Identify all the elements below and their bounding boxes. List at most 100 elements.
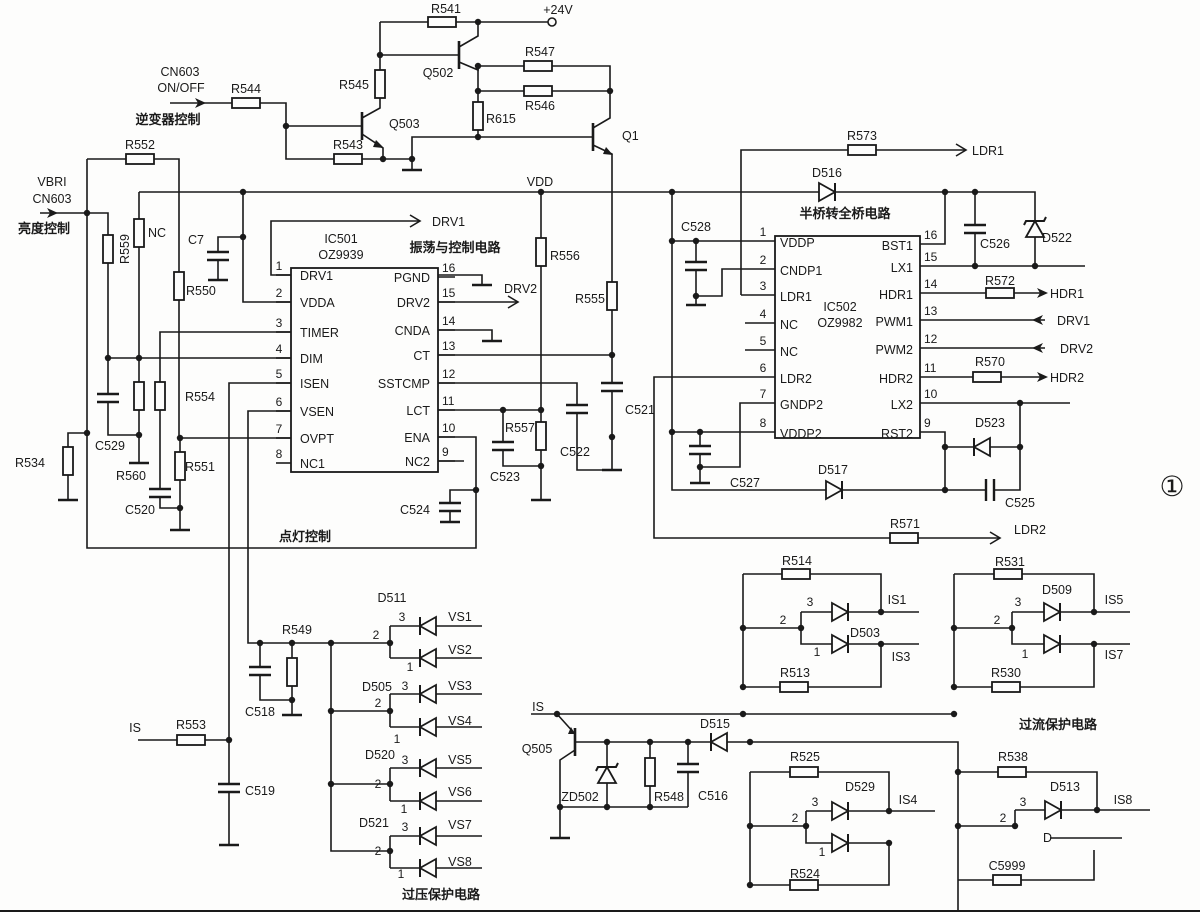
ic501-pin-name: PGND [394, 271, 430, 285]
resistor-symbol [535, 421, 547, 451]
capacitor-symbol [248, 665, 272, 677]
junction-dot [386, 780, 394, 788]
diode-pin-number: 2 [994, 613, 1001, 627]
wire [247, 410, 391, 644]
overcurrent-diode-icon [831, 601, 850, 623]
resistor-symbol [847, 144, 877, 156]
ic502-pin-number: 2 [760, 253, 767, 267]
diode-pin-number: 3 [1015, 595, 1022, 609]
emitter-arrow-icon [373, 140, 384, 148]
resistor-symbol [173, 271, 185, 301]
wire [700, 402, 775, 468]
junction-dot [408, 155, 416, 163]
wire [438, 382, 612, 471]
label: D513 [1050, 780, 1080, 794]
diode-pin-number: 2 [780, 613, 787, 627]
label: R525 [790, 750, 820, 764]
resistor-symbol [174, 451, 186, 481]
ic502-pin-number: 11 [924, 361, 937, 375]
vs-net-label: VS8 [448, 855, 472, 869]
junction-dot [386, 639, 394, 647]
junction-dot [327, 780, 335, 788]
junction-dot [941, 486, 949, 494]
diode-d516-icon [818, 181, 837, 203]
junction-dot [1008, 624, 1016, 632]
ic502-pin-number: 12 [924, 332, 938, 346]
diode-pin-number: 3 [402, 820, 409, 834]
label: R543 [333, 138, 363, 152]
wire [1011, 612, 1094, 645]
label: R571 [890, 517, 920, 531]
wire [740, 149, 966, 295]
wire [438, 274, 483, 285]
junction-dot [877, 608, 885, 616]
capacitor-symbol [206, 250, 230, 262]
overcurrent-diode-icon [831, 633, 850, 655]
vs-net-label: VS1 [448, 610, 472, 624]
capacitor-symbol [96, 392, 120, 404]
junction-dot [1031, 262, 1039, 270]
ic501-pin-name: NC2 [405, 455, 430, 469]
ic501-pin-name: DIM [300, 352, 323, 366]
ic501-pin-name: ENA [404, 431, 430, 445]
junction-dot [225, 736, 233, 744]
label: HDR1 [1050, 287, 1084, 301]
junction-dot [135, 354, 143, 362]
label: D511 [378, 591, 407, 605]
wire [217, 236, 243, 280]
label: ZD502 [561, 790, 599, 804]
junction-dot [950, 683, 958, 691]
signal-arrow-icon [1032, 315, 1043, 325]
capacitor-symbol [491, 440, 515, 452]
resistor-symbol [154, 381, 166, 411]
label: C523 [490, 470, 520, 484]
diode-pin-number: 3 [807, 595, 814, 609]
junction-dot [877, 640, 885, 648]
diode-pin-number: 1 [401, 802, 408, 816]
ic501-pin-number: 8 [276, 447, 283, 461]
ic502-pin-name: GNDP2 [780, 398, 823, 412]
label: IS8 [1114, 793, 1133, 807]
ic501-pin-name: DRV2 [397, 296, 430, 310]
ic502-pin-number: 4 [760, 307, 767, 321]
junction-dot [603, 803, 611, 811]
ic501-pin-name: LCT [406, 404, 430, 418]
label: Q502 [423, 66, 454, 80]
diode-pin-number: 3 [402, 679, 409, 693]
wire [958, 810, 1016, 827]
ic501-pin-name: SSTCMP [378, 377, 430, 391]
junction-dot [474, 133, 482, 141]
ic502-pin-name: LX2 [891, 398, 913, 412]
junction-dot [474, 62, 482, 70]
junction-dot [950, 710, 958, 718]
diode-pin-number: 1 [394, 732, 401, 746]
ic502-pin-number: 10 [924, 387, 938, 401]
ic501-body [290, 267, 439, 473]
label: R573 [847, 129, 877, 143]
resistor-symbol [991, 681, 1021, 693]
overcurrent-diode-icon [1043, 601, 1062, 623]
diode-pin-number: 1 [407, 660, 414, 674]
label: C5999 [989, 859, 1026, 873]
label: D515 [700, 717, 730, 731]
junction-dot [950, 624, 958, 632]
label: ON/OFF [157, 81, 205, 95]
ic502-pin-name: BST1 [882, 239, 913, 253]
label: C529 [95, 439, 125, 453]
junction-dot [474, 18, 482, 26]
label: C519 [245, 784, 275, 798]
junction-dot [176, 504, 184, 512]
junction-dot [739, 710, 747, 718]
wire [67, 432, 87, 500]
junction-dot [646, 738, 654, 746]
diode-pin-number: 1 [819, 845, 826, 859]
junction-dot [135, 431, 143, 439]
junction-dot [537, 188, 545, 196]
resistor-symbol [789, 766, 819, 778]
wire [438, 329, 493, 341]
resistor-symbol [427, 16, 457, 28]
wire [242, 192, 291, 303]
label: R524 [790, 867, 820, 881]
wire [575, 741, 959, 911]
junction-dot [537, 406, 545, 414]
